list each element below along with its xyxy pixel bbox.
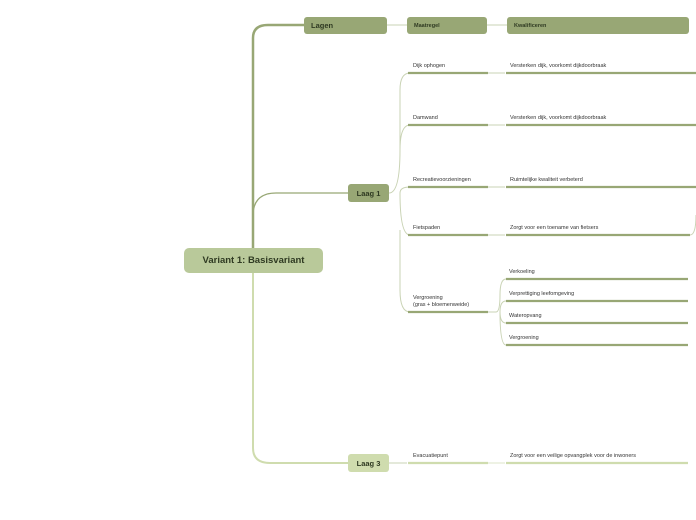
maatregel-vergroening[interactable]: Vergroening (gras + bloemenweide): [413, 295, 469, 309]
maatregel-vergroening-line2: (gras + bloemenweide): [413, 302, 470, 308]
kwalificeren-vergroening[interactable]: Vergroening: [509, 335, 539, 341]
laag3-node[interactable]: Laag 3: [348, 454, 389, 472]
kwalificeren-evacuatiepunt[interactable]: Zorgt voor een veilige opvangplek voor d…: [510, 453, 636, 459]
header-kwalificeren[interactable]: Kwalificeren: [507, 17, 689, 34]
connector-laag1-fietspaden: [399, 192, 411, 236]
connector-laag1-damwand: [399, 124, 411, 151]
laag1-label: Laag 1: [356, 188, 381, 198]
kwalificeren-wateropvang[interactable]: Wateropvang: [509, 313, 542, 319]
maatregel-damwand[interactable]: Damwand: [413, 115, 438, 121]
connector-laag1-dijk: [388, 72, 411, 194]
header-lagen[interactable]: Lagen: [304, 17, 387, 34]
maatregel-recreatievoorzieningen[interactable]: Recreatievoorzieningen: [413, 177, 471, 183]
connector-root-laag3: [252, 272, 348, 464]
laag3-label: Laag 3: [356, 458, 381, 468]
maatregel-evacuatiepunt[interactable]: Evacuatiepunt: [413, 453, 448, 459]
maatregel-dijk-ophogen[interactable]: Dijk ophogen: [413, 63, 446, 69]
kwalificeren-fietspaden[interactable]: Zorgt voor een toename van fietsers: [510, 225, 599, 231]
kwalificeren-dijk-ophogen[interactable]: Versterken dijk, voorkomt dijkdoorbraak: [510, 63, 607, 69]
laag1-node[interactable]: Laag 1: [348, 184, 389, 202]
connector-laag1-vergroening: [399, 230, 411, 313]
header-maatregel[interactable]: Maatregel: [407, 17, 487, 34]
connector-root-laag1: [252, 192, 348, 217]
maatregel-fietspaden[interactable]: Fietspaden: [413, 225, 441, 231]
kwalificeren-verkoeling[interactable]: Verkoeling: [509, 269, 535, 275]
kwalificeren-damwand[interactable]: Versterken dijk, voorkomt dijkdoorbraak: [510, 115, 607, 121]
connector-root-lagen: [251, 23, 304, 248]
header-kwalificeren-label: Kwalificeren: [514, 22, 547, 29]
root-node[interactable]: Variant 1: Basisvariant: [184, 248, 323, 273]
kwalificeren-verprettiging[interactable]: Verprettiging leefomgeving: [509, 291, 575, 297]
maatregel-vergroening-line1: Vergroening: [413, 295, 443, 301]
kwalificeren-recreatie[interactable]: Ruimtelijke kwaliteit verbeterd: [510, 177, 583, 183]
connector-vergroening-sub: [488, 278, 507, 313]
header-maatregel-label: Maatregel: [414, 22, 440, 29]
root-label: Variant 1: Basisvariant: [202, 255, 305, 266]
header-lagen-label: Lagen: [311, 21, 334, 30]
